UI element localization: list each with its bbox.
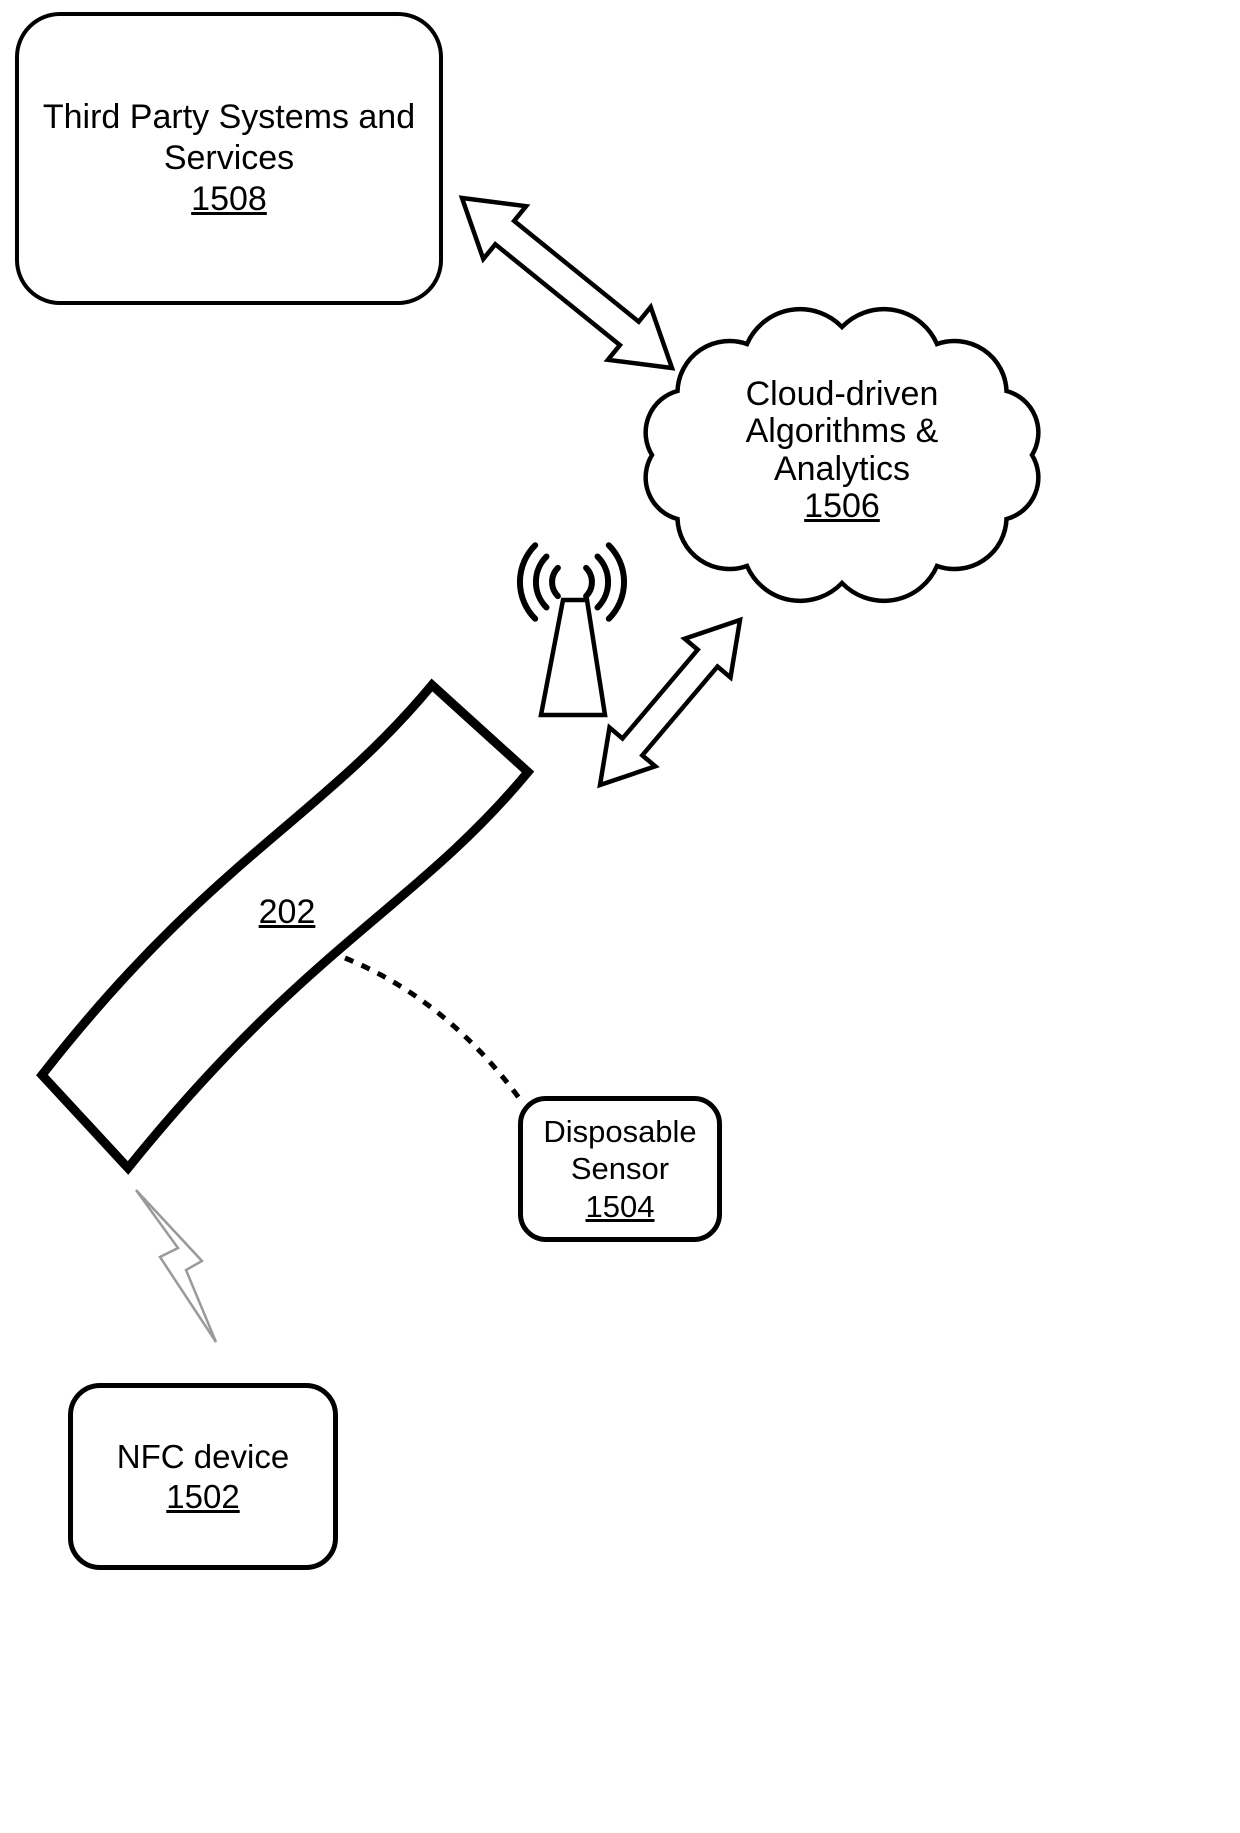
double-headed-arrow-icon	[597, 616, 743, 789]
cloud-shape	[643, 306, 1041, 604]
disposable-sensor-node: Disposable Sensor 1504	[518, 1096, 722, 1242]
sensor-ref-number: 1504	[585, 1188, 655, 1224]
dashed-connector-line	[344, 955, 525, 1104]
cloud-label-line3: Analytics	[773, 449, 911, 488]
nfc-device-node: NFC device 1502	[68, 1383, 338, 1570]
third-party-label-line2: Services	[163, 139, 295, 178]
nfc-ref-number: 1502	[166, 1477, 240, 1515]
double-headed-arrow-icon	[458, 195, 676, 371]
radio-signal-waves-icon	[516, 542, 628, 622]
sensor-label-line2: Sensor	[570, 1151, 670, 1187]
cloud-label-line2: Algorithms &	[745, 412, 939, 451]
third-party-label-line1: Third Party Systems and	[42, 98, 416, 137]
lightning-bolt-icon	[134, 1189, 218, 1343]
cloud-ref-number: 1506	[804, 487, 880, 526]
band-ref-number: 202	[258, 893, 316, 931]
third-party-ref-number: 1508	[191, 179, 267, 218]
cloud-label-line1: Cloud-driven	[745, 375, 939, 413]
nfc-label-line1: NFC device	[116, 1437, 290, 1475]
antenna-tower-icon	[538, 597, 608, 718]
wearable-band-shape	[36, 678, 535, 1175]
sensor-label-line1: Disposable	[543, 1114, 697, 1150]
third-party-systems-node: Third Party Systems and Services 1508	[15, 12, 443, 305]
cloud-node-label: Cloud-driven Algorithms & Analytics 1506	[672, 375, 1012, 526]
